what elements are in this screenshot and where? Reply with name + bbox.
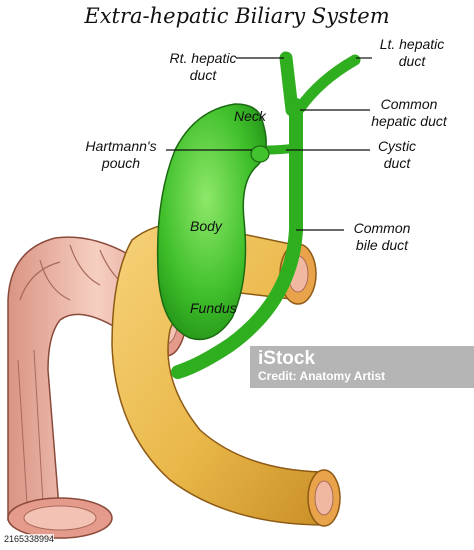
label-line: duct xyxy=(383,155,411,171)
label-line: Common xyxy=(380,96,438,112)
leader-lines xyxy=(166,57,372,231)
diagram-title: Extra-hepatic Biliary System xyxy=(84,4,390,28)
label-common-hepatic-duct: Common hepatic duct xyxy=(356,96,462,130)
label-rt-hepatic-duct: Rt. hepatic duct xyxy=(168,50,238,84)
bile-ducts xyxy=(171,51,361,379)
label-line: hepatic duct xyxy=(371,113,447,129)
label-fundus: Fundus xyxy=(190,300,237,316)
watermark-logo: iStock xyxy=(258,348,316,369)
label-line: Lt. hepatic xyxy=(379,36,445,52)
stock-id: 2165338994 xyxy=(4,534,55,544)
label-line: Rt. hepatic xyxy=(169,50,237,66)
watermark-credit: Credit: Anatomy Artist xyxy=(258,369,386,383)
gallbladder xyxy=(156,103,270,341)
label-line: bile duct xyxy=(355,237,409,253)
watermark-band xyxy=(250,346,474,388)
label-line: duct xyxy=(398,53,426,69)
label-line: Hartmann's xyxy=(85,138,157,154)
label-line: duct xyxy=(189,67,217,83)
label-cystic-duct: Cystic duct xyxy=(362,138,432,172)
label-line: pouch xyxy=(101,155,141,171)
label-hartmanns-pouch: Hartmann's pouch xyxy=(76,138,166,172)
label-lt-hepatic-duct: Lt. hepatic duct xyxy=(372,36,452,70)
label-line: Common xyxy=(353,220,411,236)
label-body: Body xyxy=(190,218,222,234)
label-line: Cystic xyxy=(377,138,417,154)
label-common-bile-duct: Common bile duct xyxy=(344,220,420,254)
label-neck: Neck xyxy=(234,108,266,124)
